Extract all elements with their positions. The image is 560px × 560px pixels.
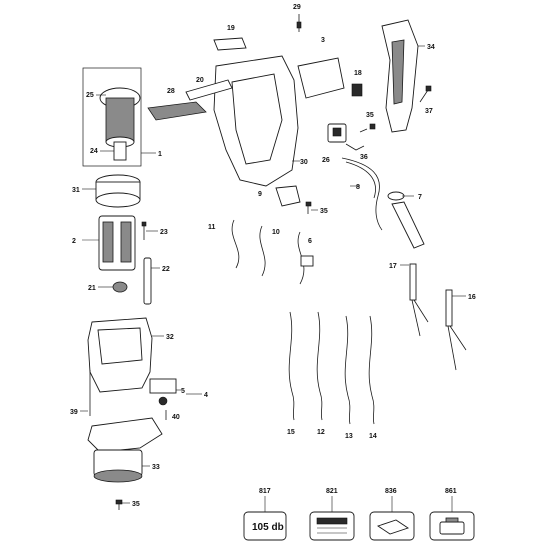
callout-32: 32 [166, 334, 174, 341]
bearing-21: 21 [88, 281, 128, 293]
cover-19: 19 [213, 25, 247, 51]
callout-22: 22 [162, 266, 170, 273]
callout-2: 2 [72, 238, 76, 245]
callout-4: 4 [204, 392, 208, 399]
callout-29: 29 [293, 4, 301, 11]
wire-12: 12 [316, 311, 325, 436]
callout-24: 24 [90, 148, 98, 155]
fan-baffle: 31 [72, 174, 141, 208]
callout-9: 9 [258, 191, 262, 198]
main-housing: 30 [213, 55, 308, 187]
strain-relief-7: 7 [387, 191, 425, 249]
callout-6: 6 [308, 238, 312, 245]
accessory-861: 861 [429, 488, 475, 541]
wire-6: 6 [297, 231, 314, 285]
accessory-821-number: 821 [326, 488, 338, 495]
callout-23: 23 [160, 229, 168, 236]
callout-36: 36 [360, 154, 368, 161]
callout-5: 5 [181, 388, 185, 395]
callout-11: 11 [208, 224, 216, 231]
callout-1: 1 [158, 151, 162, 158]
callout-31: 31 [72, 187, 80, 194]
callout-19: 19 [227, 25, 235, 32]
brush-block-26: 26 [322, 123, 347, 164]
callout-13: 13 [345, 433, 353, 440]
callout-18: 18 [354, 70, 362, 77]
callout-21: 21 [88, 285, 96, 292]
field-stator: 2 [72, 215, 136, 271]
callout-3: 3 [321, 37, 325, 44]
accessory-836-number: 836 [385, 488, 397, 495]
accessory-817: 817 105 db [243, 488, 287, 541]
bushing-22: 22 [143, 257, 170, 305]
screw-23: 23 [141, 221, 168, 240]
screw-37: 37 [419, 85, 433, 115]
callout-35c: 35 [132, 501, 140, 508]
armature-core [105, 97, 135, 143]
callout-7: 7 [418, 194, 422, 201]
clip-36: 36 [345, 143, 368, 161]
wire-15: 15 [287, 311, 295, 436]
rod-39: 39 [70, 370, 91, 416]
callout-20: 20 [196, 77, 204, 84]
accessory-817-label: 105 db [252, 522, 284, 533]
wire-11: 11 [208, 219, 240, 269]
callout-17: 17 [389, 263, 397, 270]
rear-handle: 34 [381, 19, 435, 133]
wire-14: 14 [368, 315, 377, 440]
callout-30: 30 [300, 159, 308, 166]
callout-35a: 35 [366, 112, 374, 119]
callout-12: 12 [317, 429, 325, 436]
strip-20: 20 [185, 77, 233, 101]
callout-35b: 35 [320, 208, 328, 215]
gear-housing: 33 [87, 417, 163, 483]
callout-37: 37 [425, 108, 433, 115]
lead-16: 16 [445, 289, 476, 371]
callout-33: 33 [152, 464, 160, 471]
screw-35-upper: 35 [359, 112, 376, 133]
callout-28: 28 [167, 88, 175, 95]
callout-34: 34 [427, 44, 435, 51]
lead-17: 17 [389, 263, 429, 337]
pin-29: 29 [293, 4, 302, 32]
capacitor-18: 18 [351, 70, 363, 97]
accessory-821: 821 [309, 488, 355, 541]
callout-40: 40 [172, 414, 180, 421]
screw-35-middle: 35 [305, 201, 328, 215]
accessory-836: 836 [369, 488, 415, 541]
armature-shaft [113, 141, 127, 161]
motor-housing: 32 [87, 317, 174, 393]
wire-10: 10 [259, 225, 280, 277]
callout-10: 10 [272, 229, 280, 236]
armature-frame [82, 67, 142, 167]
callout-16: 16 [468, 294, 476, 301]
callout-26: 26 [322, 157, 330, 164]
power-cable-8: 8 [341, 157, 383, 231]
callout-15: 15 [287, 429, 295, 436]
callout-8: 8 [356, 184, 360, 191]
switch-3: 3 [297, 37, 345, 99]
screw-35-bottom: 35 [115, 499, 140, 510]
accessory-817-number: 817 [259, 488, 271, 495]
wire-13: 13 [344, 315, 353, 440]
callout-14: 14 [369, 433, 377, 440]
callout-25: 25 [86, 92, 94, 99]
callout-39: 39 [70, 409, 78, 416]
accessory-861-number: 861 [445, 488, 457, 495]
brush-holder: 5 4 40 [149, 378, 208, 421]
cord-clamp-9: 9 [258, 185, 301, 207]
plate-28: 28 [147, 88, 207, 121]
armature-assembly: 1 25 24 [82, 67, 162, 167]
